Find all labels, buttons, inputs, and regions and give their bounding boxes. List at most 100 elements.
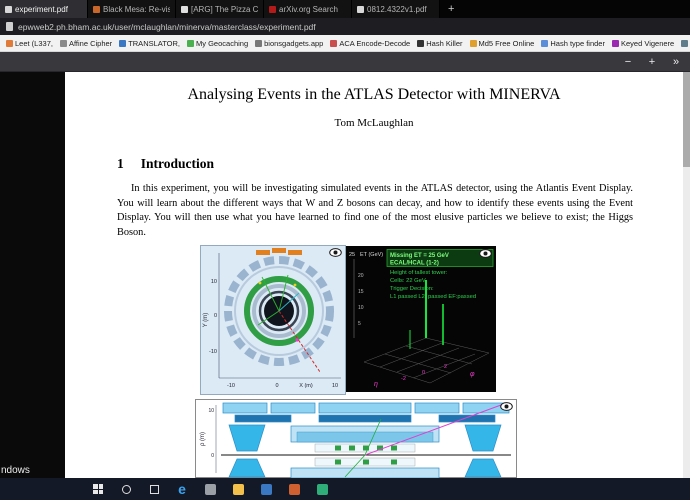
pdf-page: Analysing Events in the ATLAS Detector w… bbox=[65, 72, 683, 478]
bookmark-favicon-icon bbox=[681, 39, 689, 47]
bookmark-my-geocaching[interactable]: My Geocaching bbox=[184, 39, 251, 48]
windows-logo-icon bbox=[93, 484, 103, 494]
site-favicon-icon bbox=[269, 5, 276, 13]
rho-axis-label: ρ (m) bbox=[200, 432, 206, 446]
info-cells: Cells: 22 GeV bbox=[390, 278, 426, 284]
figure-atlas-side-view: ρ (m) 10 0 bbox=[195, 399, 517, 478]
bookmark-favicon-icon bbox=[469, 39, 477, 47]
tab-label: [ARG] The Pizza Code Myst bbox=[191, 4, 258, 14]
intro-paragraph: In this experiment, you will be investig… bbox=[117, 183, 633, 238]
eta-axis-label: η bbox=[374, 381, 378, 388]
bookmark-favicon-icon bbox=[330, 39, 338, 47]
toolbar-overflow-button[interactable]: » bbox=[672, 55, 680, 68]
phi-tick: 0 bbox=[422, 370, 425, 376]
folder-icon bbox=[232, 483, 244, 495]
app-icon bbox=[316, 483, 328, 495]
bookmark-aca-encode-decode[interactable]: ACA Encode-Decode bbox=[327, 39, 413, 48]
rho-tick: 0 bbox=[211, 453, 214, 459]
address-url[interactable]: epwweb2.ph.bham.ac.uk/user/mclaughlan/mi… bbox=[18, 21, 316, 32]
rho-tick: 10 bbox=[208, 408, 214, 414]
bookmark-label: Hash Killer bbox=[426, 38, 463, 48]
phi-tick: -2 bbox=[401, 376, 406, 382]
x-tick: -10 bbox=[227, 383, 235, 389]
bookmark-label: ACA Encode-Decode bbox=[339, 38, 411, 48]
url-bar[interactable]: epwweb2.ph.bham.ac.uk/user/mclaughlan/mi… bbox=[0, 18, 690, 35]
search-icon bbox=[121, 484, 131, 494]
bookmark-label: Keyed Vigenere bbox=[620, 38, 675, 48]
bookmark-favicon-icon bbox=[417, 39, 425, 47]
atlas-xy-event-display: Y (m) 10 0 -10 -10 0 X (m) 10 bbox=[200, 245, 346, 395]
start-button[interactable] bbox=[84, 478, 112, 500]
zoom-out-button[interactable]: − bbox=[624, 55, 632, 68]
bookmark-my-settings[interactable]: My settings bbox=[678, 39, 690, 48]
document-author: Tom McLaughlan bbox=[334, 117, 414, 129]
taskbar-app-6[interactable] bbox=[308, 478, 336, 500]
bookmark-favicon-icon bbox=[119, 39, 127, 47]
tab-arxiv-search[interactable]: arXiv.org Search bbox=[264, 0, 352, 18]
info-missing-et: Missing ET = 25 GeV bbox=[390, 253, 449, 259]
et-axis-label: ET (GeV) bbox=[360, 252, 383, 258]
visibility-eye-icon bbox=[500, 402, 513, 411]
info-ecal-hcal: ECAL/HCAL (1-2) bbox=[390, 261, 439, 267]
bookmark-translator[interactable]: TRANSLATOR, bbox=[116, 39, 183, 48]
zoom-in-button[interactable]: + bbox=[648, 55, 656, 68]
figure-atlas-3d-view: 25 ET (GeV) 20 15 10 5 Missing ET = 25 G… bbox=[346, 246, 496, 392]
viewer-left-gutter bbox=[0, 72, 65, 478]
bookmark-label: Affine Cipher bbox=[68, 38, 113, 48]
taskbar-app-5[interactable] bbox=[280, 478, 308, 500]
et-tick: 15 bbox=[358, 289, 364, 295]
atlas-side-event-display: ρ (m) 10 0 bbox=[195, 399, 517, 478]
energy-towers bbox=[409, 280, 444, 349]
taskbar-app-2[interactable] bbox=[196, 478, 224, 500]
bookmark-favicon-icon bbox=[187, 39, 195, 47]
tab-label: Black Mesa: Re-visit the wo bbox=[103, 4, 170, 14]
bookmark-favicon-icon bbox=[255, 39, 263, 47]
section-title: Introduction bbox=[140, 156, 215, 171]
bookmark-label: bionsgadgets.app bbox=[264, 38, 324, 48]
bookmark-keyed-vigenere[interactable]: Keyed Vigenere bbox=[609, 39, 677, 48]
info-tower-height: Height of tallest tower: bbox=[390, 270, 448, 276]
task-view-icon bbox=[149, 484, 159, 494]
scrollbar-thumb[interactable] bbox=[683, 72, 690, 167]
tab-experiment-pdf[interactable]: experiment.pdf bbox=[0, 0, 88, 18]
search-button[interactable] bbox=[112, 478, 140, 500]
tab-black-mesa[interactable]: Black Mesa: Re-visit the wo bbox=[88, 0, 176, 18]
bookmark-hash-killer[interactable]: Hash Killer bbox=[414, 39, 465, 48]
bookmark-bionsgadgets[interactable]: bionsgadgets.app bbox=[252, 39, 326, 48]
pdf-scrollbar[interactable] bbox=[683, 72, 690, 478]
bookmark-favicon-icon bbox=[611, 39, 619, 47]
phi-tick: 2 bbox=[444, 364, 447, 370]
perspective-grid bbox=[363, 337, 490, 384]
tab-pizza-code[interactable]: [ARG] The Pizza Code Myst bbox=[176, 0, 264, 18]
x-tick: 0 bbox=[275, 383, 278, 389]
taskbar-app-4[interactable] bbox=[252, 478, 280, 500]
bookmark-hash-type-finder[interactable]: Hash type finder bbox=[538, 39, 608, 48]
new-tab-button[interactable]: + bbox=[448, 3, 455, 15]
windows-watermark: ndows bbox=[1, 465, 30, 476]
x-axis-label: X (m) bbox=[299, 383, 313, 389]
page-icon bbox=[6, 22, 13, 31]
bookmark-md5-free-online[interactable]: Md5 Free Online bbox=[467, 39, 538, 48]
detector-cross-section bbox=[224, 248, 334, 373]
x-tick: 10 bbox=[332, 383, 338, 389]
bookmark-leet[interactable]: Leet (L337, bbox=[3, 39, 56, 48]
tab-bar: experiment.pdf Black Mesa: Re-visit the … bbox=[0, 0, 690, 18]
bookmark-favicon-icon bbox=[59, 39, 67, 47]
bookmark-label: My Geocaching bbox=[196, 38, 249, 48]
y-tick: 10 bbox=[211, 279, 217, 285]
tab-arxiv-pdf[interactable]: 0812.4322v1.pdf bbox=[352, 0, 440, 18]
pdf-favicon-icon bbox=[5, 5, 12, 13]
taskbar-app-file-explorer[interactable] bbox=[224, 478, 252, 500]
figure-atlas-xy-view: Y (m) 10 0 -10 -10 0 X (m) 10 bbox=[200, 245, 346, 395]
site-favicon-icon bbox=[93, 5, 100, 13]
visibility-eye-icon bbox=[479, 249, 492, 258]
task-view-button[interactable] bbox=[140, 478, 168, 500]
et-tick: 20 bbox=[358, 273, 364, 279]
info-trigger: Trigger Decision: bbox=[390, 286, 434, 292]
taskbar: e bbox=[0, 478, 690, 500]
bookmark-favicon-icon bbox=[541, 39, 549, 47]
bookmark-affine-cipher[interactable]: Affine Cipher bbox=[57, 39, 115, 48]
detector-side-section bbox=[221, 402, 511, 478]
taskbar-app-edge[interactable]: e bbox=[168, 478, 196, 500]
et-tick: 10 bbox=[358, 305, 364, 311]
